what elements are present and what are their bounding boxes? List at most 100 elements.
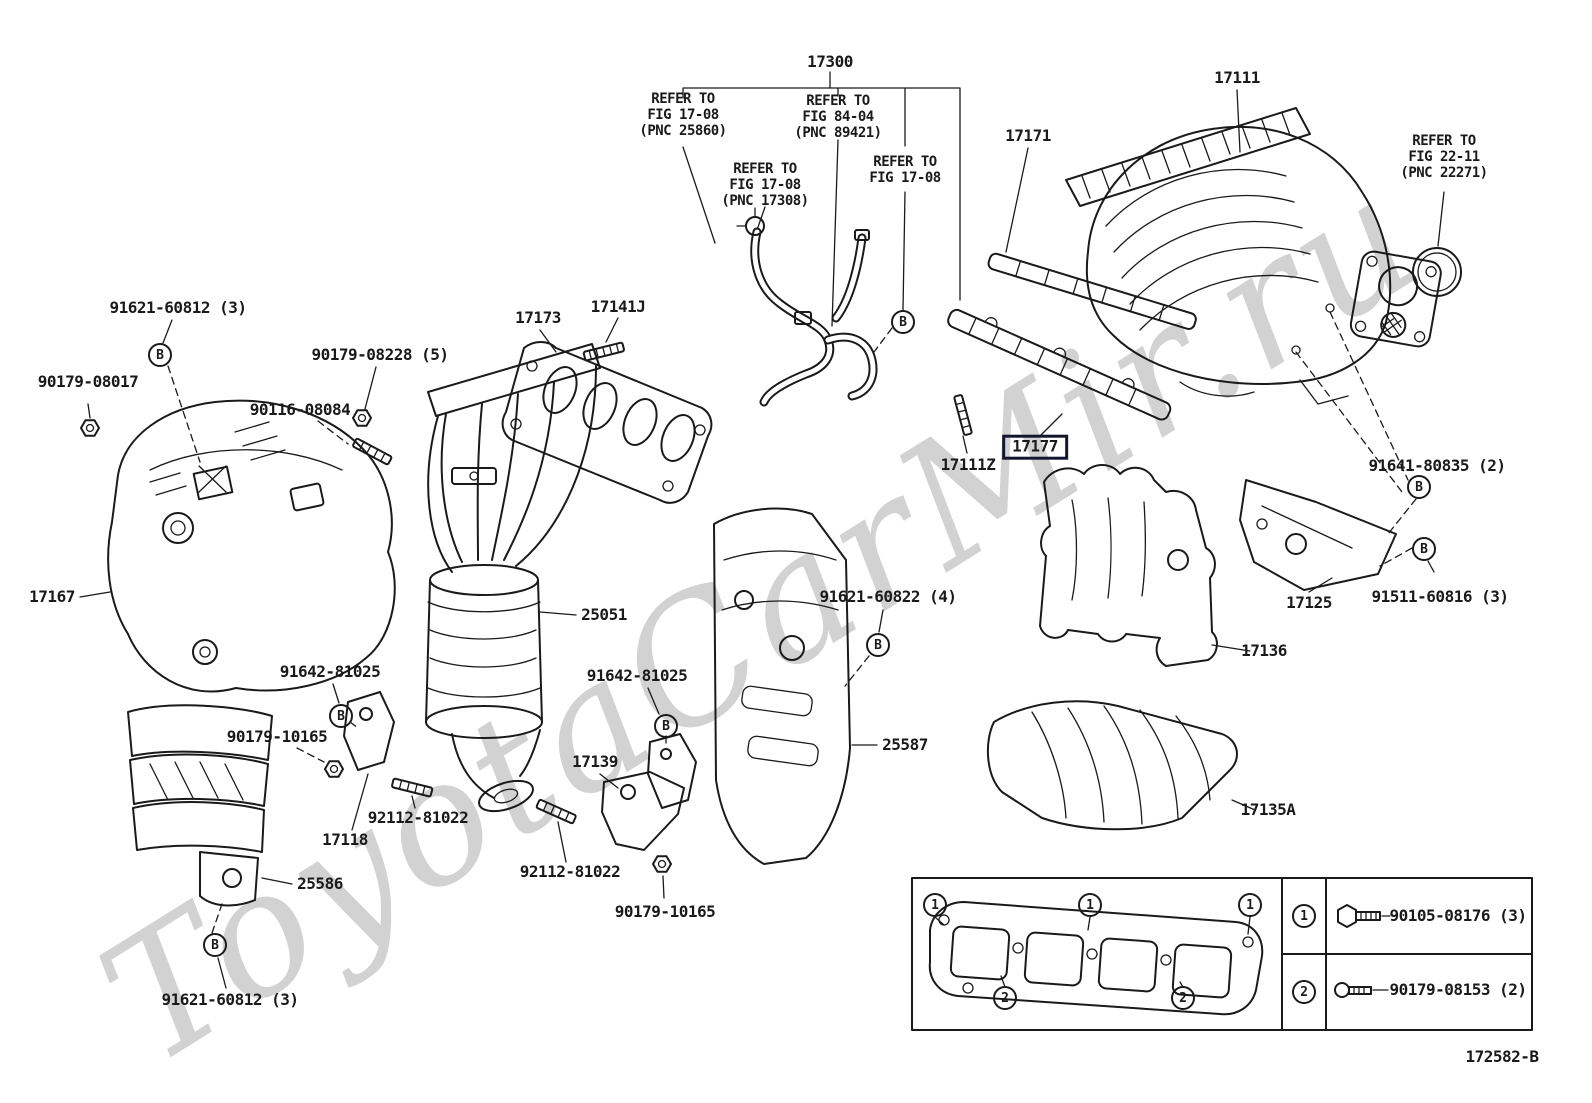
callout-b-marker-1: B	[148, 343, 172, 367]
o-ring-22271-drawing	[1412, 191, 1462, 297]
leader-91621-bottom	[217, 957, 227, 989]
manifold-stay-17125-drawing	[1239, 479, 1435, 593]
part-label-17135a[interactable]: 17135A	[1240, 800, 1296, 820]
nut-90179-08017-drawing	[80, 403, 100, 437]
part-label-92112-81022-lower[interactable]: 92112-81022	[519, 862, 621, 882]
stud-92112-81022-lower-drawing	[535, 798, 577, 863]
heat-insulator-25586-drawing	[127, 704, 293, 907]
part-label-91641-80835[interactable]: 91641-80835 (2)	[1368, 456, 1507, 476]
stud-90116-08084-drawing	[317, 420, 393, 466]
stud-17141j-drawing	[582, 341, 625, 362]
part-label-90179-10165-left[interactable]: 90179-10165	[226, 727, 328, 747]
refer-note-fig17-08-pnc17308: REFER TO FIG 17-08 (PNC 17308)	[721, 160, 809, 210]
screw-icon	[1334, 982, 1389, 998]
nut-90179-10165-bottom-drawing	[652, 855, 672, 899]
part-label-90179-10165-bottom[interactable]: 90179-10165	[614, 902, 716, 922]
leader-17171	[1005, 147, 1029, 253]
part-label-17139[interactable]: 17139	[572, 752, 618, 772]
air-gasket-17177-drawing	[947, 308, 1172, 421]
callout-number-2-marker: 2	[993, 986, 1017, 1010]
refer-note-fig22-11-pnc22271: REFER TO FIG 22-11 (PNC 22271)	[1400, 132, 1488, 182]
bracket-17139-drawing	[599, 771, 685, 851]
refer-note-fig84-04-pnc89421: REFER TO FIG 84-04 (PNC 89421)	[794, 92, 882, 142]
hose-assembly-17300-drawing	[682, 71, 961, 407]
legend-number-2: 2	[1292, 980, 1316, 1004]
callout-number-1-marker: 1	[923, 893, 947, 917]
refer-note-line: (PNC 89421)	[794, 125, 882, 142]
callout-number-2-marker: 2	[1171, 986, 1195, 1010]
legend-part-90179-08153[interactable]: 90179-08153 (2)	[1389, 980, 1528, 1000]
part-label-91642-81025-right[interactable]: 91642-81025	[586, 666, 688, 686]
leader-91621-top	[162, 319, 173, 344]
part-label-25051[interactable]: 25051	[581, 605, 627, 625]
exhaust-manifold-converter-25051-drawing	[425, 343, 601, 813]
refer-note-line: FIG 22-11	[1408, 148, 1480, 165]
bolt-icon	[1337, 904, 1391, 928]
legend-table-drawing	[911, 877, 1533, 1031]
nut-90179-10165-left-drawing	[296, 747, 344, 778]
part-label-91621-60812-top[interactable]: 91621-60812 (3)	[109, 298, 248, 318]
part-label-17118[interactable]: 17118	[322, 830, 368, 850]
part-label-90179-08017[interactable]: 90179-08017	[37, 372, 139, 392]
heat-insulator-25587-drawing	[713, 507, 884, 865]
leader-17118	[351, 773, 369, 831]
leader-91621-top-dash	[167, 365, 201, 463]
leader-17141j	[605, 317, 619, 343]
refer-note-line: FIG 17-08	[729, 176, 801, 193]
refer-note-line: (PNC 25860)	[639, 123, 727, 140]
part-label-25587[interactable]: 25587	[882, 735, 928, 755]
callout-b-marker-3: B	[329, 704, 353, 728]
leader-91621-bottom-dash	[211, 903, 223, 934]
part-label-91642-81025-left[interactable]: 91642-81025	[279, 662, 381, 682]
refer-note-line: REFER TO	[806, 92, 870, 109]
nut-90179-08228-drawing	[352, 366, 377, 427]
part-label-17171[interactable]: 17171	[1005, 126, 1051, 146]
part-label-17111z[interactable]: 17111Z	[940, 455, 996, 475]
part-label-17173[interactable]: 17173	[515, 308, 561, 328]
refer-note-line: REFER TO	[873, 153, 937, 170]
intake-manifold-17111-drawing	[1065, 89, 1442, 493]
callout-b-marker-5: B	[866, 633, 890, 657]
manifold-gasket-17173-drawing	[501, 329, 713, 504]
manifold-gasket-17171-drawing	[987, 252, 1197, 330]
callout-b-marker-7: B	[1412, 537, 1436, 561]
refer-note-line: FIG 17-08	[869, 170, 941, 186]
refer-note-line: REFER TO	[651, 90, 715, 107]
refer-note-line: REFER TO	[733, 160, 797, 177]
heat-shield-17135a-drawing	[986, 700, 1256, 831]
drawing-number: 172582-B	[1465, 1047, 1539, 1067]
part-label-25586[interactable]: 25586	[297, 874, 343, 894]
part-label-91621-60822[interactable]: 91621-60822 (4)	[819, 587, 958, 607]
part-label-17300[interactable]: 17300	[807, 52, 853, 72]
part-label-17136[interactable]: 17136	[1241, 641, 1287, 661]
part-label-17111[interactable]: 17111	[1214, 68, 1260, 88]
callout-number-1-marker: 1	[1238, 893, 1262, 917]
part-label-17167[interactable]: 17167	[29, 587, 75, 607]
part-label-17141j[interactable]: 17141J	[590, 297, 646, 317]
stud-17111z-drawing	[953, 394, 973, 454]
callout-b-marker-2: B	[891, 310, 915, 334]
refer-note-line: REFER TO	[1412, 132, 1476, 149]
legend-number-1: 1	[1292, 904, 1316, 928]
refer-note-fig17-08-pnc25860: REFER TO FIG 17-08 (PNC 25860)	[639, 90, 727, 140]
part-label-90179-08228[interactable]: 90179-08228 (5)	[311, 345, 450, 365]
refer-note-line: FIG 17-08	[647, 106, 719, 123]
refer-note-line: (PNC 17308)	[721, 193, 809, 210]
part-label-92112-81022-upper[interactable]: 92112-81022	[367, 808, 469, 828]
stud-92112-81022-upper-drawing	[391, 777, 434, 809]
part-label-17125[interactable]: 17125	[1286, 593, 1332, 613]
part-label-90116-08084[interactable]: 90116-08084	[249, 400, 351, 420]
refer-note-line: (PNC 22271)	[1400, 165, 1488, 182]
refer-note-fig17-08: REFER TO FIG 17-08	[869, 153, 941, 186]
part-label-91621-60812-bottom[interactable]: 91621-60812 (3)	[161, 990, 300, 1010]
legend-part-90105-08176[interactable]: 90105-08176 (3)	[1389, 906, 1528, 926]
exhaust-manifold-17136-drawing	[1039, 464, 1251, 667]
callout-b-marker-8: B	[203, 933, 227, 957]
leader-17177	[1039, 413, 1063, 437]
callout-b-marker-4: B	[654, 714, 678, 738]
part-label-17177-selected[interactable]: 17177	[1002, 434, 1068, 460]
part-label-91511-60816[interactable]: 91511-60816 (3)	[1371, 587, 1510, 607]
callout-b-marker-6: B	[1407, 475, 1431, 499]
